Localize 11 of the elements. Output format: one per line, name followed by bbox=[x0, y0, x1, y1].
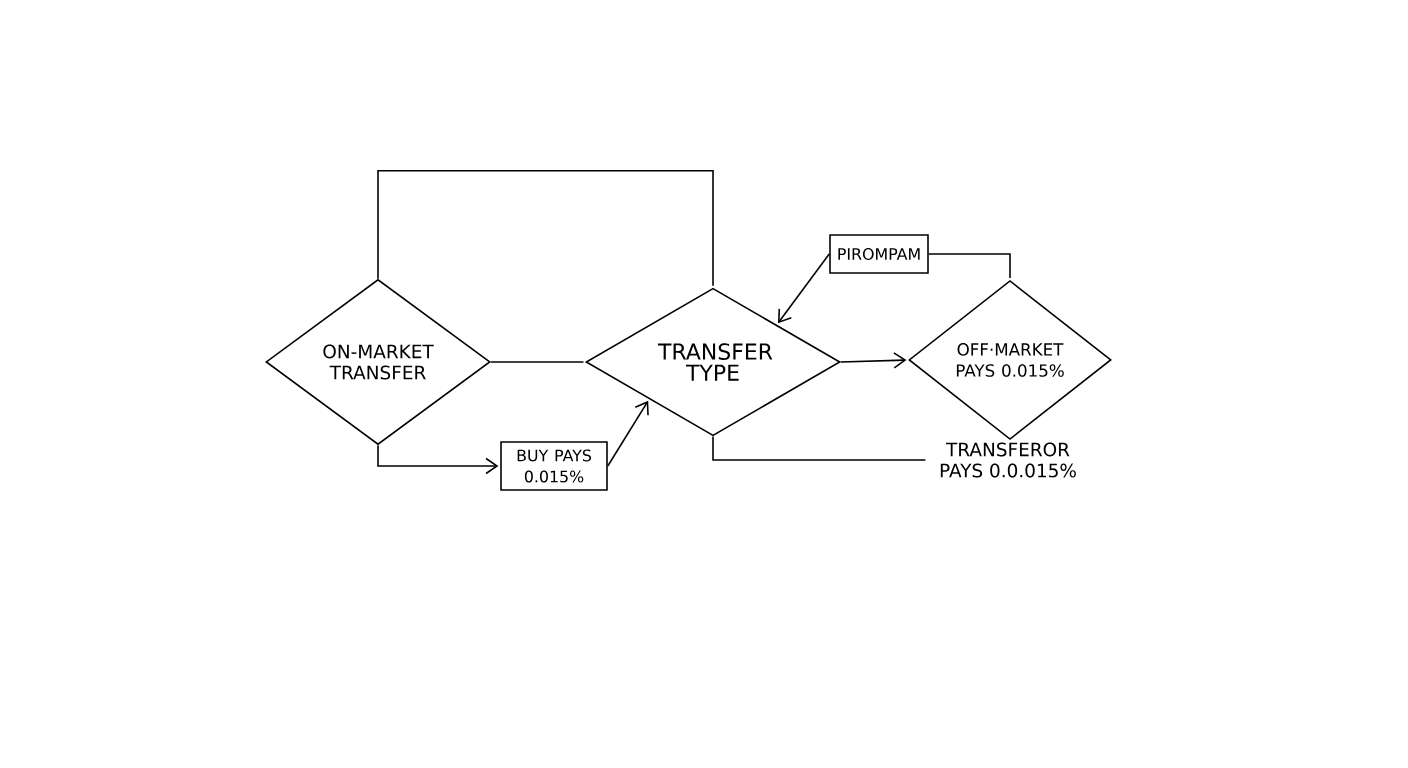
arrow bbox=[377, 444, 499, 475]
connector-line bbox=[377, 169, 714, 287]
connector-line bbox=[490, 361, 585, 363]
arrow bbox=[607, 400, 649, 467]
arrow bbox=[840, 352, 907, 369]
connector-line bbox=[712, 435, 927, 461]
outcome-text: TRANSFEROR PAYS 0.0.015% bbox=[940, 442, 1076, 478]
process-box: BUY PAYS 0.015% bbox=[500, 441, 608, 491]
connector-line bbox=[928, 253, 1011, 279]
process-box: PIROMPAM bbox=[829, 234, 929, 274]
arrow bbox=[777, 253, 830, 324]
